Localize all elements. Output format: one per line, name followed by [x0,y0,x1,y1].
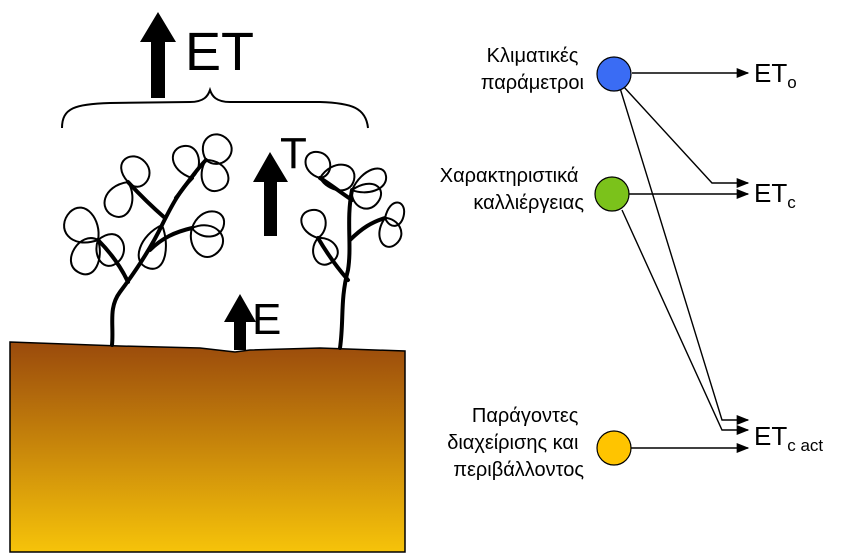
etc-act-output: ETc act [754,421,823,455]
et-arrow-icon [140,12,176,98]
e-label: E [252,295,281,344]
factors-diagram: Κλιματικές παράμετροι Χαρακτηριστικά καλ… [440,45,824,481]
management-label: Παράγοντες διαχείρισης και περιβάλλοντος [447,405,584,481]
et-label: ET [185,22,254,82]
left-illustration: ET T E [9,12,406,553]
etc-output: ETc [754,178,796,212]
crop-node [594,176,630,212]
arrow-climate-to-etc [622,85,750,189]
t-arrow-icon [253,152,288,236]
et-brace [61,86,369,129]
climate-node [596,56,632,92]
soil-block [9,341,406,553]
left-plant-icon [63,133,233,347]
arrow-crop-to-etcact [621,209,750,436]
eto-output: ETo [754,58,797,92]
climate-label: Κλιματικές παράμετροι [481,45,584,94]
crop-label: Χαρακτηριστικά καλλιέργειας [440,165,585,214]
arrow-climate-to-etcact [619,87,750,426]
e-arrow-icon [224,294,256,350]
t-label: T [280,129,307,178]
right-plant-icon [300,150,406,350]
connectors [619,67,750,454]
management-node [596,430,632,466]
